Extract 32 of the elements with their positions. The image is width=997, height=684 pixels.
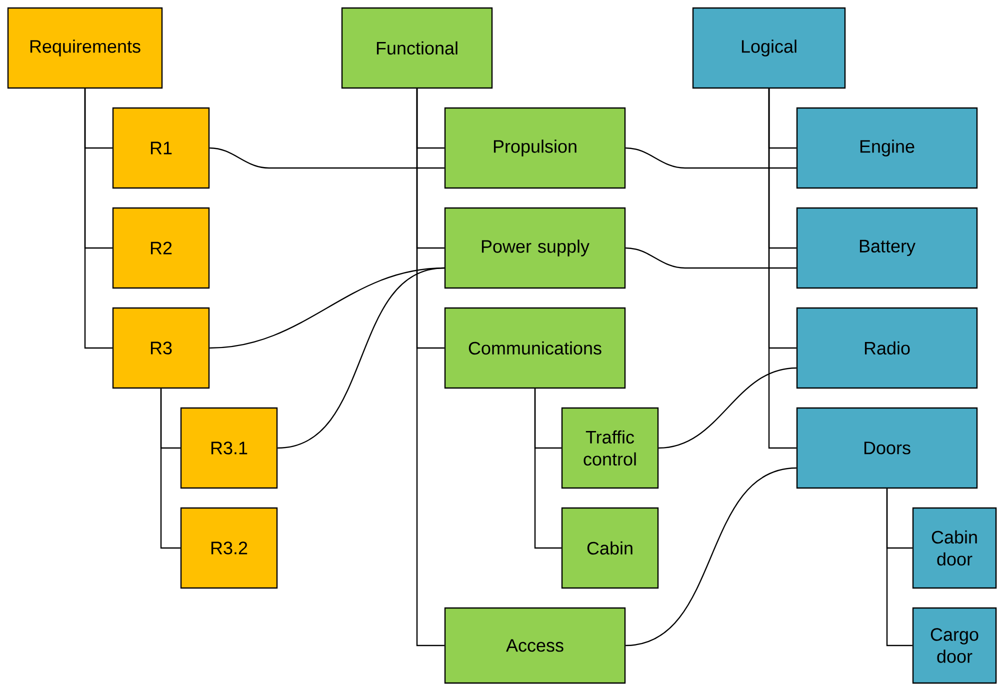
requirement-box: R2 bbox=[112, 207, 210, 289]
link-line bbox=[626, 467, 796, 646]
connector-line bbox=[416, 88, 444, 646]
connector-line bbox=[534, 388, 562, 549]
function-box: Traffic control bbox=[561, 407, 659, 489]
connector-line bbox=[768, 88, 796, 449]
link-line bbox=[210, 147, 444, 169]
link-line bbox=[278, 267, 444, 449]
component-box: Battery bbox=[796, 207, 978, 289]
function-box: Power supply bbox=[444, 207, 626, 289]
requirement-box: R3.1 bbox=[180, 407, 278, 489]
function-box: Propulsion bbox=[444, 107, 626, 189]
requirement-box: R3 bbox=[112, 307, 210, 389]
connector-line bbox=[160, 388, 180, 549]
function-box: Communications bbox=[444, 307, 626, 389]
category-box: Requirements bbox=[7, 7, 163, 89]
component-box: Cargo door bbox=[912, 607, 997, 684]
link-line bbox=[626, 247, 796, 269]
function-box: Access bbox=[444, 607, 626, 684]
category-box: Functional bbox=[341, 7, 493, 89]
requirement-box: R1 bbox=[112, 107, 210, 189]
requirement-box: R3.2 bbox=[180, 507, 278, 589]
connector-line bbox=[84, 88, 112, 349]
component-box: Radio bbox=[796, 307, 978, 389]
link-line bbox=[626, 147, 796, 169]
connector-line bbox=[886, 488, 912, 646]
function-box: Cabin bbox=[561, 507, 659, 589]
component-box: Engine bbox=[796, 107, 978, 189]
link-line bbox=[658, 367, 796, 449]
category-box: Logical bbox=[692, 7, 846, 89]
component-box: Cabin door bbox=[912, 507, 997, 589]
component-box: Doors bbox=[796, 407, 978, 489]
